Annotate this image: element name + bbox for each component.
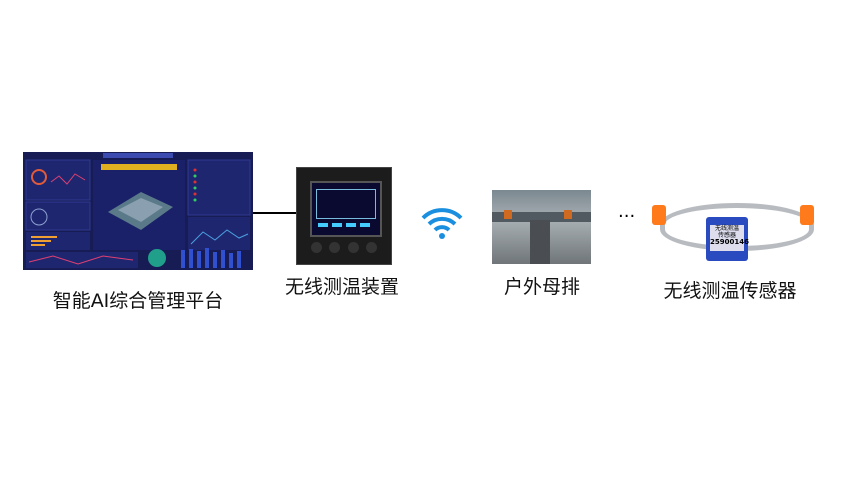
connection-line [253,212,296,214]
ai-platform-dashboard-image [23,152,253,270]
label-busbar: 户外母排 [503,276,580,298]
sensor-block: 无线测温 传感器 25900146 [706,217,749,261]
sensor-tag: 无线测温 传感器 25900146 [710,225,749,251]
device-screen [310,181,382,237]
wireless-temperature-device-image [296,167,392,265]
outdoor-busbar-photo [492,190,591,264]
wireless-temperature-sensor-image: 无线测温 传感器 25900146 [650,195,816,263]
wifi-icon [421,208,463,239]
ellipsis: ··· [618,206,636,227]
label-device: 无线测温装置 [284,276,399,298]
dashboard-illustration [23,152,253,270]
label-ai-platform: 智能AI综合管理平台 [52,290,224,312]
label-sensor: 无线测温传感器 [663,280,797,302]
device-buttons [311,242,377,254]
